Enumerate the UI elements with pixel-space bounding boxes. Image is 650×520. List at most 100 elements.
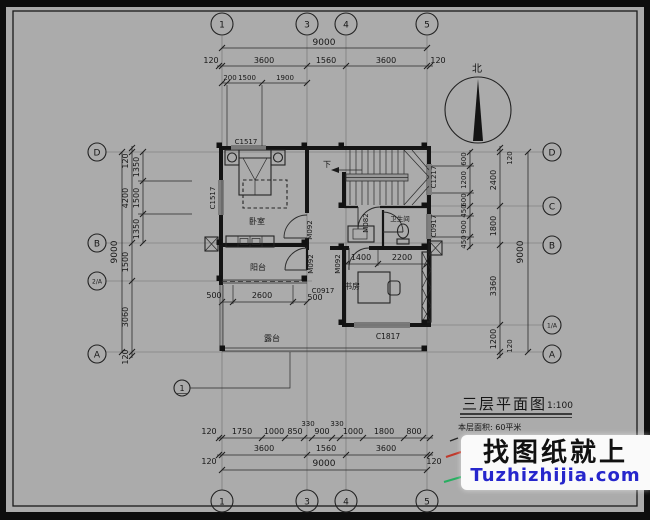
detail-marker-number: 1 (179, 384, 184, 393)
desk (357, 271, 391, 304)
dim-labels-bottom: 120 1750 1000 850 330 900 330 1000 1800 … (201, 420, 441, 469)
windows (218, 145, 432, 352)
bedroom-furniture (224, 149, 288, 248)
dim: 9000 (313, 38, 336, 48)
dim-ticks (128, 144, 136, 360)
dim: 120 (201, 457, 216, 466)
watermark-site: Tuzhizhijia.com (470, 465, 641, 486)
dim: 1500 (121, 252, 130, 272)
watermark: 找图纸就上 Tuzhizhijia.com (461, 435, 650, 490)
grid-left-B: B (94, 240, 100, 250)
dim: 1400 (351, 253, 371, 262)
grid-bottom-1: 1 (219, 498, 225, 508)
dim-ticks (218, 44, 431, 52)
stair-down-label: 下 (323, 160, 331, 169)
dim-ticks (118, 148, 126, 356)
staircase (331, 149, 430, 206)
dim: 330 (330, 420, 343, 428)
door-label: M092 (334, 254, 342, 273)
dim: 2200 (392, 253, 412, 262)
room-labels: 卧室 卫生间 阳台 露台 书房 下 (249, 160, 410, 343)
watermark-chinese: 找图纸就上 (482, 438, 628, 468)
window-label: C1817 (376, 332, 401, 341)
grid-top-5: 5 (424, 21, 430, 31)
north-label: 北 (472, 63, 482, 75)
grid-left-2A: 2/A (92, 279, 103, 286)
dim-ticks (215, 62, 434, 70)
grid-top-3: 3 (304, 21, 310, 31)
dim: 9000 (313, 459, 336, 469)
study-furniture (357, 251, 432, 323)
dim: 330 (301, 420, 314, 428)
dim: 1200 (489, 329, 498, 349)
drawing-scale: 1:100 (547, 401, 573, 411)
legend-green-line (443, 476, 462, 483)
toilet (396, 223, 410, 239)
column-squares (216, 142, 427, 351)
grid-top-4: 4 (343, 21, 349, 31)
dim: 500 (307, 293, 322, 302)
grid-bottom-4: 4 (343, 498, 349, 508)
dim: 1800 (489, 216, 498, 236)
dim: 1560 (316, 444, 336, 453)
dim: 1560 (316, 56, 336, 65)
north-arrow: 北 (444, 63, 512, 144)
dim: 9000 (110, 240, 120, 263)
dim: 450 (460, 235, 468, 248)
dim: 4200 (121, 188, 130, 208)
dim: 1750 (232, 427, 252, 436)
dim: 1500 (132, 188, 141, 208)
dim: 9000 (516, 240, 526, 263)
dim: 1800 (374, 427, 394, 436)
room-label-balcony: 阳台 (250, 262, 266, 272)
grid-right-C: C (549, 203, 555, 213)
dim: 850 (287, 427, 302, 436)
sheet-frame (12, 10, 638, 507)
dim-ticks (218, 466, 431, 474)
legend-mark (449, 437, 459, 442)
dim: 200 (223, 74, 236, 82)
dim: 120 (506, 151, 514, 164)
grid-left-A: A (94, 351, 101, 361)
dim: 2400 (489, 170, 498, 190)
bedroom-rug (242, 179, 288, 209)
title-block: 三层平面图 1:100 本层面积: 60平米 (443, 395, 573, 483)
window-label: C0917 (430, 215, 438, 238)
dim-labels-interior: 1400 2200 500 2600 500 (206, 253, 412, 302)
dim-ticks (215, 451, 434, 459)
dim-labels-top: 9000 120 3600 1560 3600 120 200 1500 190… (203, 38, 445, 82)
window-label: C1517 (209, 187, 217, 210)
paper-background (6, 7, 644, 512)
dim-ticks (466, 148, 474, 251)
dim: 3600 (376, 56, 396, 65)
detail-marker: 1 (173, 352, 291, 397)
doors (283, 206, 404, 271)
grid-left-D: D (94, 149, 101, 159)
dim: 3060 (121, 307, 130, 327)
dim: 1500 (238, 74, 256, 82)
dim-ticks (218, 79, 311, 87)
grid-right-D: D (549, 149, 556, 159)
grid-right-B: B (549, 242, 555, 252)
grid-bubbles: 1 3 4 5 1 3 4 5 D B 2/A A D C B 1/A A (87, 12, 562, 513)
dim: 120 (203, 56, 218, 65)
dim: 2600 (252, 291, 272, 300)
dim-ticks (139, 148, 147, 247)
dim: 3600 (376, 444, 396, 453)
dim: 3600 (254, 444, 274, 453)
grid-right-1A: 1/A (547, 323, 558, 330)
dim: 800 (406, 427, 421, 436)
dim-labels-right: 600 1200 600 450 900 450 2400 1800 3360 … (460, 151, 526, 352)
room-label-bathroom: 卫生间 (390, 214, 410, 223)
floor-area-note: 本层面积: 60平米 (458, 422, 521, 432)
window-label: C1517 (235, 138, 258, 146)
legend-red-line (445, 451, 462, 458)
dim: 120 (430, 56, 445, 65)
grid-bottom-5: 5 (424, 498, 430, 508)
axis-marker-right (428, 240, 443, 256)
dim: 600 (460, 152, 468, 165)
window-label: C1217 (430, 166, 438, 189)
room-label-terrace: 露台 (264, 333, 280, 343)
dim: 120 (426, 457, 441, 466)
door-label: M092 (306, 220, 314, 239)
